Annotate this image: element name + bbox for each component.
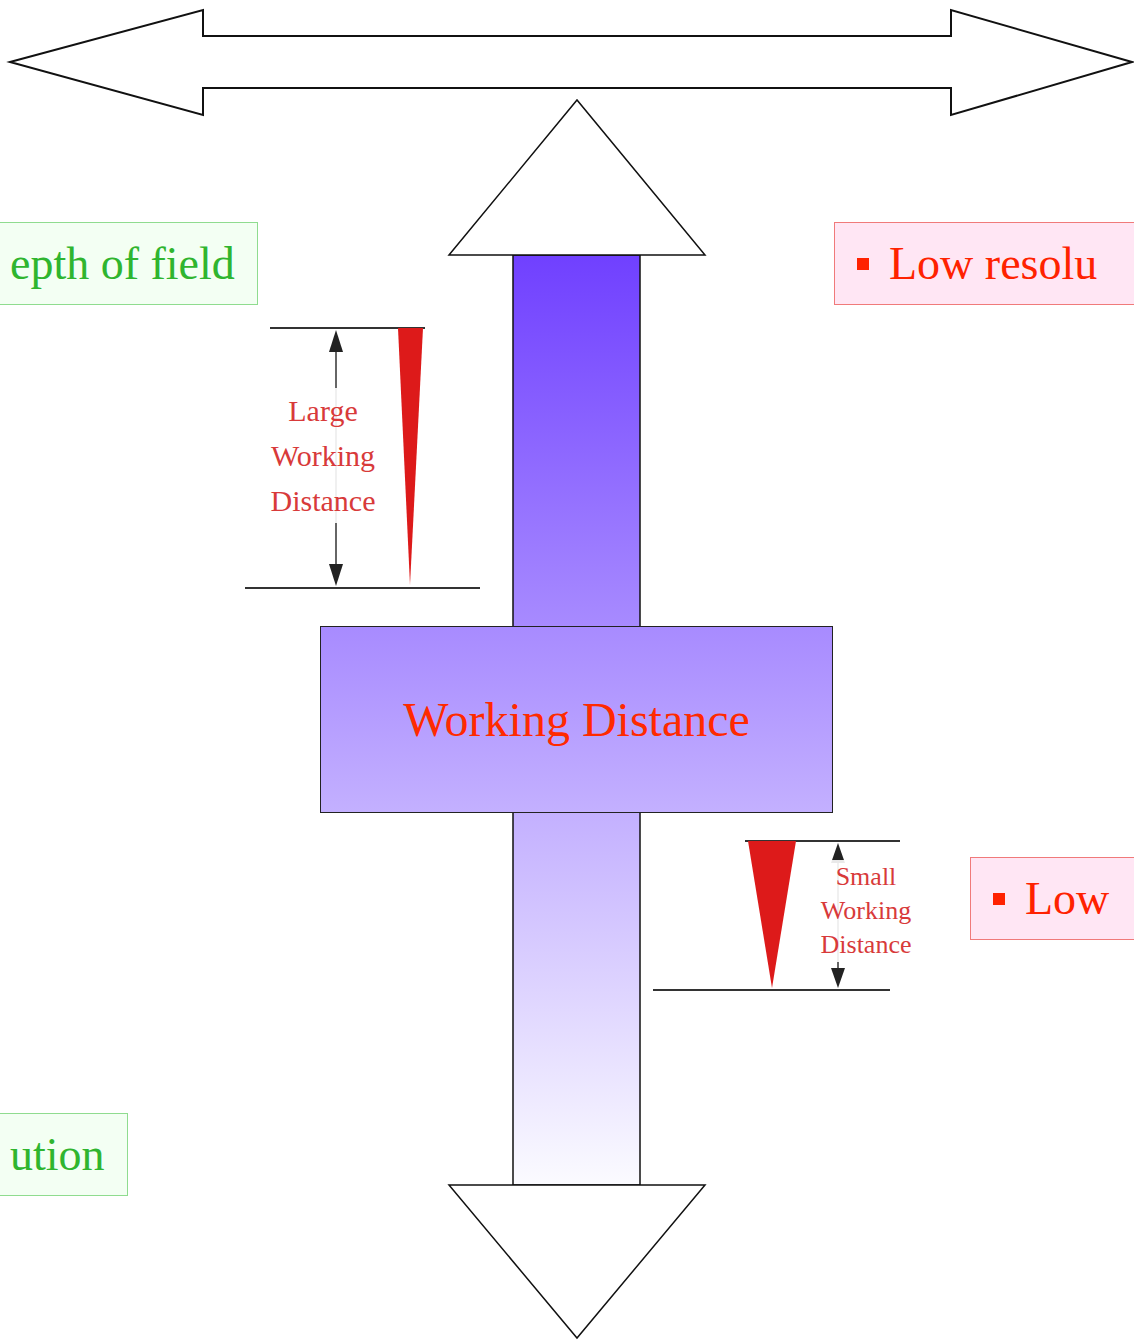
large-working-distance-figure [245, 328, 480, 588]
property-box: Low resolu [834, 222, 1134, 305]
arrow-head-down [449, 1185, 705, 1338]
figure-label: Large Working Distance [253, 388, 393, 523]
bullet-square [857, 258, 869, 270]
box-text: epth of field [10, 237, 235, 290]
bullet-square [993, 893, 1005, 905]
box-text: Low [1025, 872, 1109, 925]
center-box-fill [320, 626, 833, 813]
box-text: Working Distance [403, 692, 750, 747]
property-box: epth of field [0, 222, 258, 305]
arrow-head-up [449, 100, 705, 255]
working-distance-box: Working Distance [320, 626, 833, 813]
property-box: ution [0, 1113, 128, 1196]
horizontal-double-arrow [10, 10, 1132, 115]
box-text: Low resolu [889, 237, 1097, 290]
box-text: ution [10, 1128, 105, 1181]
figure-label: Small Working Distance [811, 860, 921, 962]
property-box: Low [970, 857, 1134, 940]
